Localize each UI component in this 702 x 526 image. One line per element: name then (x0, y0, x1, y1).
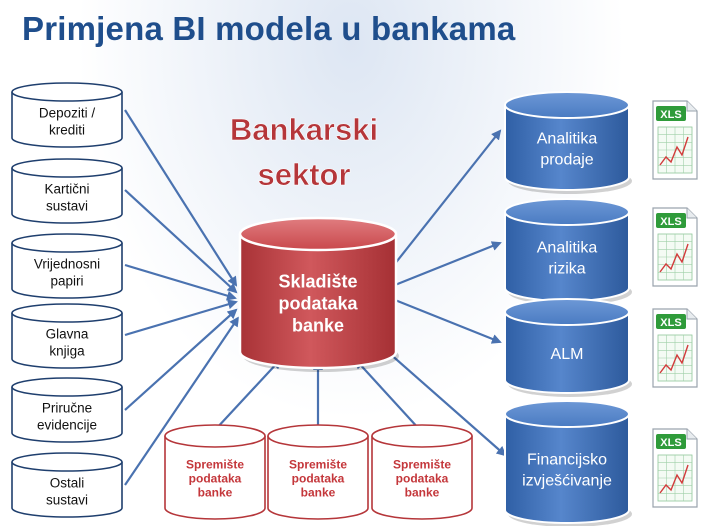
data-marts: SpremištepodatakabankeSpremištepodatakab… (164, 424, 473, 520)
warehouse-cylinder-label-line-3: banke (292, 315, 344, 335)
output-2-label-line-1: Analitika (537, 240, 598, 257)
xls-badge-label: XLS (660, 109, 681, 121)
output-3: ALM (504, 298, 632, 397)
xls-badge-label: XLS (660, 317, 681, 329)
output-4: Financijsko izvješćivanje (504, 400, 632, 526)
arrow-source-6 (124, 316, 240, 486)
mart-1-label-line-2: podataka (189, 472, 242, 486)
source-6: Ostali sustavi (11, 452, 123, 518)
analytics-outputs: AnalitikaprodajeAnalitikarizikaALMFinanc… (504, 91, 632, 526)
mart-3-label-line-1: Spremište (393, 458, 451, 472)
source-1-label-line-2: krediti (49, 123, 85, 138)
warehouse-cylinder-label-line-2: podataka (278, 293, 358, 313)
source-4: Glavna knjiga (11, 303, 123, 369)
sector-label-line-1: Bankarski (230, 112, 378, 147)
output-2-label-line-2: rizika (548, 261, 585, 278)
xls-badge-label: XLS (660, 437, 681, 449)
source-6-label-line-1: Ostali (50, 476, 85, 491)
source-5-label-line-1: Priručne (42, 401, 92, 416)
arrow-source-3 (124, 263, 237, 301)
output-4-label-line-1: Financijsko (527, 452, 607, 469)
sector-label: Bankarski sektor (230, 112, 379, 193)
mart-2-label-line-3: banke (301, 486, 336, 500)
source-2: Kartični sustavi (11, 158, 123, 224)
mart-3-label-line-2: podataka (396, 472, 449, 486)
source-5: Priručne evidencije (11, 377, 123, 443)
output-1: Analitika prodaje (504, 91, 632, 194)
xls-file-icon: XLS (652, 308, 698, 388)
source-4-label-line-1: Glavna (46, 327, 89, 342)
source-3: Vrijednosni papiri (11, 233, 123, 299)
output-1-label-line-1: Analitika (537, 131, 598, 148)
arrow-source-1 (124, 109, 238, 287)
arrow-output-4 (379, 344, 507, 457)
connection-arrows (124, 109, 507, 486)
arrow-output-3 (394, 298, 502, 344)
source-6-label-line-2: sustavi (46, 493, 88, 508)
xls-badge-label: XLS (660, 216, 681, 228)
arrow-source-5 (124, 308, 238, 411)
warehouse-cylinder-label-line-1: Skladište (278, 271, 357, 291)
xls-file-icon: XLS (652, 100, 698, 180)
mart-3-label-line-3: banke (405, 486, 440, 500)
mart-2-label-line-2: podataka (292, 472, 345, 486)
source-5-label-line-2: evidencije (37, 418, 97, 433)
arrow-mart-1 (214, 358, 282, 431)
arrow-source-2 (124, 189, 238, 294)
arrow-mart-3 (354, 358, 421, 431)
arrow-source-4 (124, 299, 238, 337)
source-4-label-line-2: knjiga (49, 344, 85, 359)
source-2-label-line-2: sustavi (46, 199, 88, 214)
output-3-label-line-1: ALM (551, 346, 584, 363)
source-1-label-line-1: Depoziti / (39, 106, 96, 121)
output-4-label-line-2: izvješćivanje (522, 473, 612, 490)
source-1: Depoziti / krediti (11, 82, 123, 148)
xls-file-icon: XLS (652, 207, 698, 287)
source-3-label-line-2: papiri (50, 274, 83, 289)
arrow-output-2 (394, 241, 502, 287)
source-2-label-line-1: Kartični (44, 182, 89, 197)
output-1-label-line-2: prodaje (540, 152, 593, 169)
mart-1-label-line-3: banke (198, 486, 233, 500)
output-2: Analitika rizika (504, 198, 632, 305)
source-3-label-line-1: Vrijednosni (34, 257, 100, 272)
xls-file-icon: XLS (652, 428, 698, 508)
xls-files: XLS XLS XLS XLS (652, 100, 698, 508)
slide-title: Primjena BI modela u bankama (22, 10, 516, 47)
source-systems: Depoziti /kreditiKartičnisustaviVrijedno… (11, 82, 123, 518)
sector-label-line-2: sektor (257, 157, 350, 192)
arrow-output-1 (389, 129, 502, 271)
mart-1-label-line-1: Spremište (186, 458, 244, 472)
mart-2-label-line-1: Spremište (289, 458, 347, 472)
